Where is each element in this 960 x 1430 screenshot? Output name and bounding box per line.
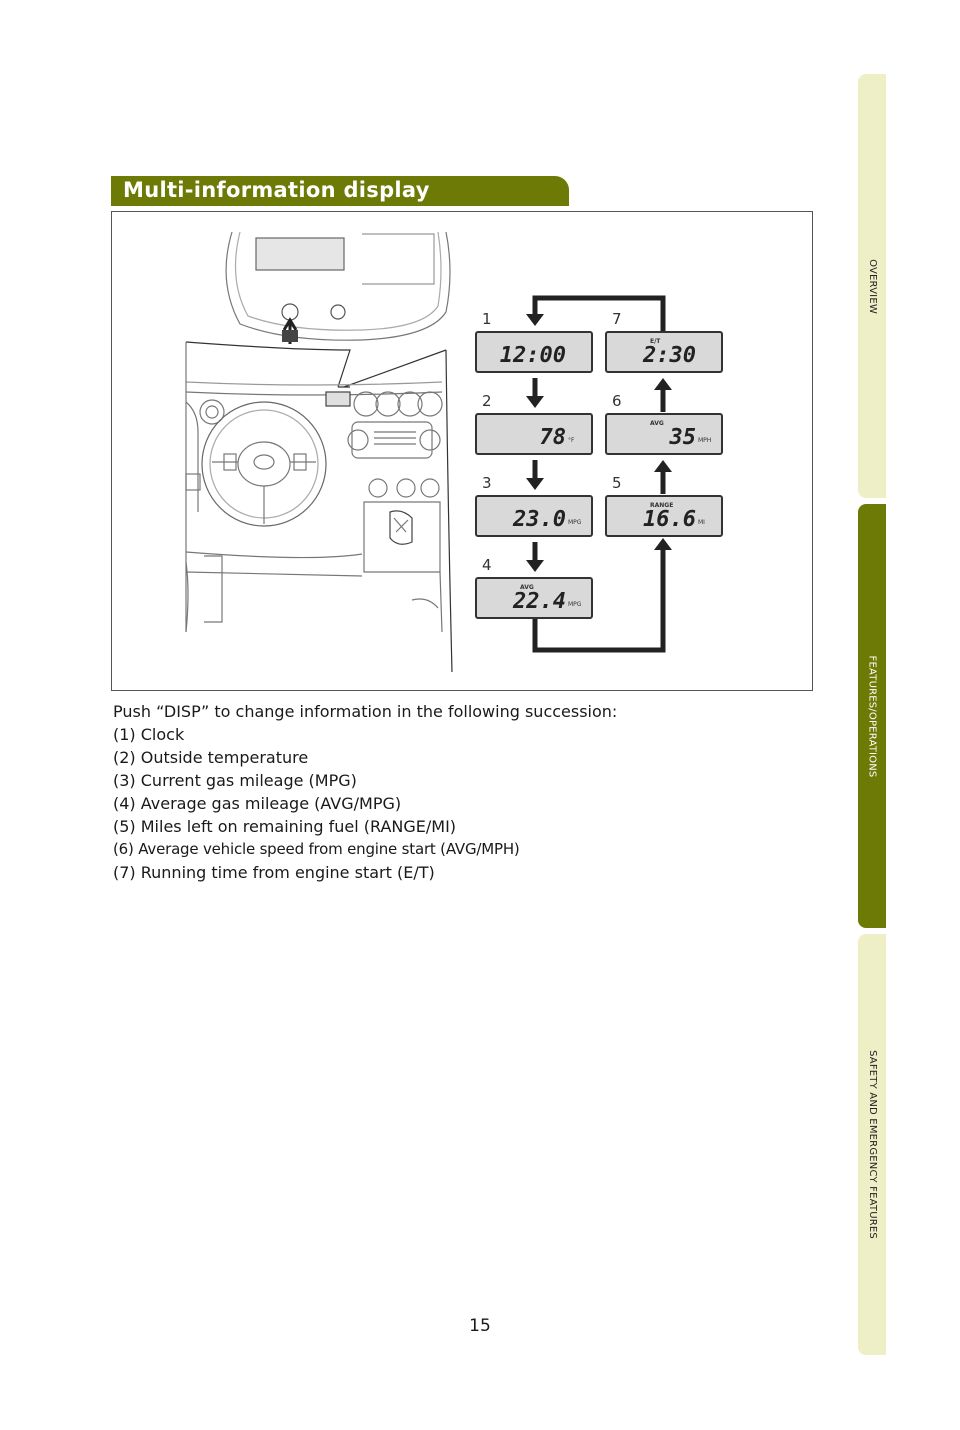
list-item: (7) Running time from engine start (E/T) [113,863,435,882]
cluster-lcd-screen [255,237,345,271]
lcd-unit: MPG [568,601,582,608]
body-text: Push “DISP” to change information in the… [113,700,813,884]
lcd-tag: AVG [650,420,664,427]
lcd-value: 22.4 [512,589,566,614]
tab-features-operations[interactable]: FEATURES/OPERATIONS [858,504,886,928]
lcd-step-1: 1 12:00 [475,310,593,373]
step-number: 2 [482,392,492,410]
lcd-screen [475,495,593,537]
lcd-value: 12:00 [500,343,566,368]
dashboard-drawing [185,231,453,673]
list-item: (1) Clock [113,725,185,744]
lcd-screen [475,413,593,455]
tab-features-operations-label: FEATURES/OPERATIONS [866,655,878,777]
intro-text: Push “DISP” to change information in the… [113,702,618,721]
list-item: (3) Current gas mileage (MPG) [113,771,357,790]
lcd-screen [605,331,723,373]
lcd-value: 35 [669,425,697,450]
list-item: (4) Average gas mileage (AVG/MPG) [113,794,402,813]
lcd-tag: AVG [520,584,534,591]
lcd-unit: MPG [568,519,582,526]
arrow-7-to-1 [532,295,666,332]
step-number: 5 [612,474,622,492]
page-number: 15 [469,1316,491,1336]
lcd-value: 78 [540,425,567,450]
lcd-value: 16.6 [643,507,696,532]
list-item: (6) Average vehicle speed from engine st… [113,840,520,858]
section-header: Multi-information display [111,176,569,206]
chapter-tabs: OVERVIEW FEATURES/OPERATIONS SAFETY AND … [858,74,886,1355]
lcd-screen [605,413,723,455]
lcd-unit: MI [698,519,705,526]
lcd-screen [605,495,723,537]
step-number: 7 [612,310,622,328]
arrow-4-to-5 [532,548,666,653]
center-button [330,304,346,320]
lcd-value: 2:30 [642,343,696,368]
list-item: (5) Miles left on remaining fuel (RANGE/… [113,817,457,836]
lcd-value: 23.0 [512,507,566,532]
tab-safety-emergency[interactable]: SAFETY AND EMERGENCY FEATURES [858,934,886,1355]
list-item: (2) Outside temperature [113,748,309,767]
section-title: Multi-information display [123,178,430,202]
lcd-screen [475,331,593,373]
tab-overview[interactable]: OVERVIEW [858,74,886,498]
lcd-step-7: 7 2:30E/T [605,310,723,373]
tab-overview-label: OVERVIEW [866,258,878,314]
lcd-unit: MPH [698,437,711,444]
info-succession-list: (1) Clock (2) Outside temperature (3) Cu… [113,723,813,884]
lcd-tag: RANGE [650,502,673,509]
tab-safety-emergency-label: SAFETY AND EMERGENCY FEATURES [866,1050,878,1239]
instrument-cluster-outline [225,231,451,341]
lcd-tag: E/T [650,338,661,345]
step-number: 4 [482,556,492,574]
step-number: 3 [482,474,492,492]
step-number: 6 [612,392,622,410]
lcd-step-2: 2 78°F [475,392,593,455]
lcd-unit: °F [568,437,575,444]
step-number: 1 [482,310,492,328]
lcd-screen [475,577,593,619]
